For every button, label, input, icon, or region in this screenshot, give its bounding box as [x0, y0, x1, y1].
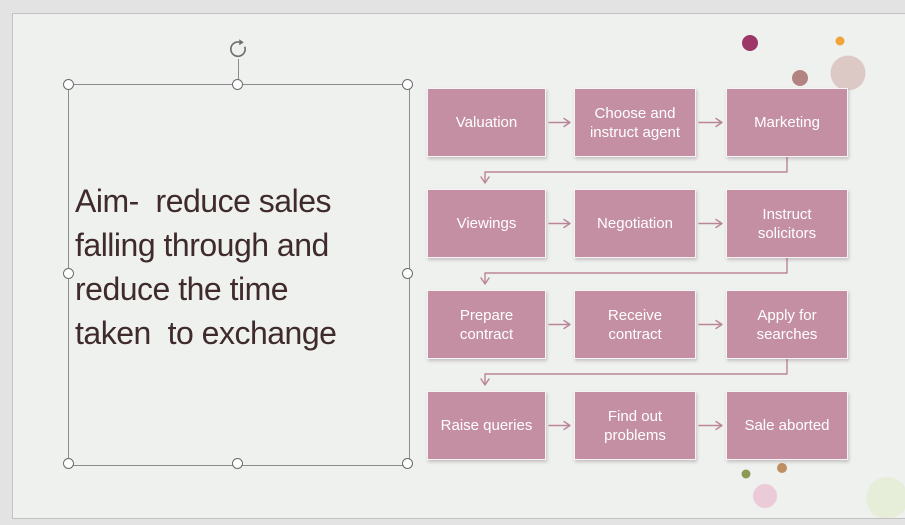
orange-dot-icon [835, 36, 845, 46]
rosybrown-circle-icon [792, 70, 808, 86]
resize-handle-sw[interactable] [63, 458, 74, 469]
tan-dot-icon [777, 463, 787, 473]
rotate-handle-stem [238, 59, 239, 84]
plum-circle-icon [742, 35, 758, 51]
title-line-4: taken to exchange [75, 315, 337, 351]
olive-dot-icon [741, 469, 751, 479]
flow-box-sale-aborted[interactable]: Sale aborted [726, 391, 848, 460]
resize-handle-w[interactable] [63, 268, 74, 279]
flow-box-raise-queries[interactable]: Raise queries [427, 391, 546, 460]
resize-handle-se[interactable] [402, 458, 413, 469]
slide-canvas[interactable]: Valuation Choose and instruct agent Mark… [12, 13, 905, 519]
resize-handle-ne[interactable] [402, 79, 413, 90]
title-line-1: Aim- reduce sales [75, 183, 331, 219]
flow-box-viewings[interactable]: Viewings [427, 189, 546, 258]
resize-handle-e[interactable] [402, 268, 413, 279]
flow-box-negotiation[interactable]: Negotiation [574, 189, 696, 258]
flow-box-instruct-solicitors[interactable]: Instruct solicitors [726, 189, 848, 258]
flow-box-apply-searches[interactable]: Apply for searches [726, 290, 848, 359]
flow-box-receive-contract[interactable]: Receive contract [574, 290, 696, 359]
rotate-handle-icon[interactable] [227, 37, 249, 59]
blush-circle-icon [830, 55, 866, 91]
resize-handle-s[interactable] [232, 458, 243, 469]
resize-handle-n[interactable] [232, 79, 243, 90]
flow-box-prepare-contract[interactable]: Prepare contract [427, 290, 546, 359]
flow-box-marketing[interactable]: Marketing [726, 88, 848, 157]
connector-group [480, 117, 788, 431]
resize-handle-nw[interactable] [63, 79, 74, 90]
pink-circle-icon [753, 484, 777, 508]
title-line-2: falling through and [75, 227, 329, 263]
flow-box-find-problems[interactable]: Find out problems [574, 391, 696, 460]
pale-green-circle-icon [866, 477, 905, 518]
title-line-3: reduce the time [75, 271, 289, 307]
flow-box-valuation[interactable]: Valuation [427, 88, 546, 157]
slide-title-textbox[interactable]: Aim- reduce sales falling through and re… [75, 179, 411, 355]
flow-box-choose-agent[interactable]: Choose and instruct agent [574, 88, 696, 157]
